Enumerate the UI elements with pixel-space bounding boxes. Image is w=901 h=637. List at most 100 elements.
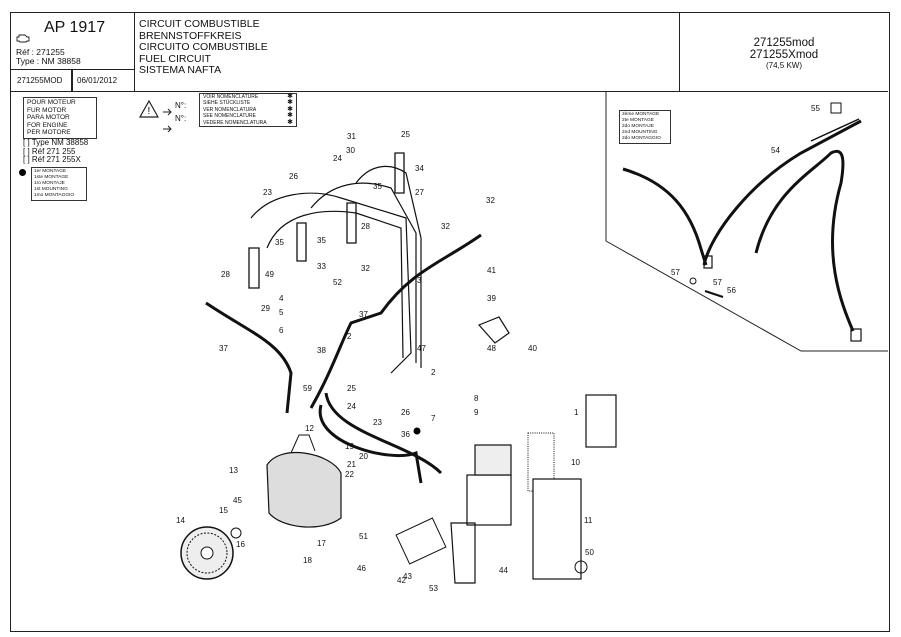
- callout: 55: [811, 104, 820, 113]
- star-icon: ✱: [287, 118, 293, 126]
- engine-box: POUR MOTEUR FUR MOTOR PARA MOTOR FOR ENG…: [23, 97, 97, 139]
- injector: [296, 222, 307, 262]
- callout: 28: [361, 222, 370, 231]
- callout: 11: [584, 516, 593, 525]
- callout: 26: [289, 172, 298, 181]
- warning-icon: !: [139, 99, 172, 133]
- banjo-fitting: [703, 255, 713, 269]
- variant-1: 271255mod: [753, 37, 815, 49]
- callout: 19: [345, 442, 354, 451]
- callout: 57: [713, 278, 722, 287]
- type-ref: Type NM 38858: [31, 138, 89, 147]
- callout: 40: [528, 344, 537, 353]
- date: 06/01/2012: [77, 76, 118, 85]
- n-label: N°:: [175, 114, 187, 123]
- callout: 13: [229, 466, 238, 475]
- engine-icon: [16, 34, 30, 43]
- injector: [346, 202, 357, 244]
- callout: 37: [219, 344, 228, 353]
- engine-line: PARA MOTOR: [27, 114, 70, 121]
- callout: 45: [233, 496, 242, 505]
- nut: [230, 527, 242, 539]
- first-mount-box: 1er MONTAGE 1ste MONTAGE 1ro MONTAJE 1st…: [31, 167, 87, 201]
- nomenclature-line: VEDERE NOMENCLATURA: [203, 119, 267, 126]
- callout: 41: [487, 266, 496, 275]
- type-line: Type : NM 38858: [16, 56, 81, 66]
- fuel-filter: [466, 474, 512, 526]
- callout: 26: [401, 408, 410, 417]
- engine-line: POUR MOTEUR: [27, 99, 76, 106]
- mount-line: 2do MONTAGGIO: [622, 136, 661, 142]
- title-en: FUEL CIRCUIT: [139, 52, 211, 65]
- callout: 2: [347, 332, 352, 341]
- callout: 42: [397, 576, 406, 585]
- callout: 2: [431, 368, 436, 377]
- star-icon: ✱: [287, 112, 293, 120]
- callout: 16: [236, 540, 245, 549]
- fuel-feed-pipe: [324, 392, 443, 475]
- callout: 17: [317, 539, 326, 548]
- callout: 32: [361, 264, 370, 273]
- type-ref: Réf 271 255X: [31, 155, 81, 164]
- mount-line: 2ème MONTAGE: [622, 112, 660, 117]
- callout: 51: [359, 532, 368, 541]
- inset-border: [605, 91, 888, 352]
- callout: 54: [771, 146, 780, 155]
- mount-line: 1st MOUNTING: [34, 187, 68, 192]
- callout: 9: [474, 408, 479, 417]
- callout: 27: [415, 188, 424, 197]
- callouts: 1 2 2 3 4 5 6 7 8 9 10 11 12 13 14 15 16…: [176, 104, 820, 593]
- callout: 48: [487, 344, 496, 353]
- nomenclature-line: SEE NOMENCLATURE: [203, 113, 256, 120]
- callout: 53: [429, 584, 438, 593]
- nomenclature-line: VER NOMENCLATURA: [203, 106, 257, 113]
- callout: 49: [265, 270, 274, 279]
- callout: 52: [333, 278, 342, 287]
- callout: 31: [347, 132, 356, 141]
- callout: 59: [303, 384, 312, 393]
- ref-line: Réf : 271255: [16, 47, 65, 57]
- gear-teeth: [186, 532, 228, 574]
- exploded-diagram: 1 2 2 3 4 5 6 7 8 9 10 11 12 13 14 15 16…: [176, 91, 888, 593]
- first-mount-marker: [413, 427, 421, 435]
- callout: 14: [176, 516, 185, 525]
- leak-off-pipe: [205, 301, 293, 414]
- mount-line: 1ro MONTAJE: [34, 181, 65, 186]
- callout: 5: [279, 308, 284, 317]
- power-rating: (74,5 KW): [765, 61, 802, 70]
- callout: 8: [474, 394, 479, 403]
- svg-text:!: !: [148, 106, 151, 117]
- mod-cell: 271255MOD 06/01/2012: [11, 70, 135, 91]
- mount-line: 1mo MONTAGGIO: [34, 193, 75, 198]
- nomenclature-box: VOIR NOMENCLATURE✱ SIEHE STÜCKLISTE✱ VER…: [199, 93, 297, 128]
- callout: 43: [403, 572, 412, 581]
- callout: 25: [401, 130, 410, 139]
- callout: 57: [671, 268, 680, 277]
- callout: 32: [486, 196, 495, 205]
- title-fr: CIRCUIT COMBUSTIBLE: [139, 18, 260, 30]
- filter-head: [474, 444, 512, 476]
- callout: 1: [574, 408, 579, 417]
- drawing-sheet: AP 1917 Réf : 271255 Type : NM 38858 271…: [10, 12, 890, 632]
- plate-code: AP 1917: [44, 19, 106, 36]
- seal-washer: [689, 277, 697, 285]
- callout: 24: [347, 402, 356, 411]
- injection-pump: [266, 451, 342, 528]
- variants-cell: 271255mod 271255Xmod (74,5 KW): [680, 13, 888, 91]
- drain-plug: [574, 560, 588, 574]
- mount-line: 2nd MOUNTING: [622, 130, 658, 136]
- callout: 3: [417, 276, 422, 285]
- callout: 22: [345, 470, 354, 479]
- pump-head: [290, 434, 316, 454]
- callout: 30: [346, 146, 355, 155]
- banjo-fitting: [850, 328, 862, 342]
- callout: 50: [585, 548, 594, 557]
- callout: 39: [487, 294, 496, 303]
- nomenclature-line: SIEHE STÜCKLISTE: [203, 100, 251, 107]
- callout: 33: [317, 262, 326, 271]
- callout: 28: [221, 270, 230, 279]
- fuel-pipe: [622, 167, 708, 266]
- callout: 15: [219, 506, 228, 515]
- callout: 29: [261, 304, 270, 313]
- callout: 4: [279, 294, 284, 303]
